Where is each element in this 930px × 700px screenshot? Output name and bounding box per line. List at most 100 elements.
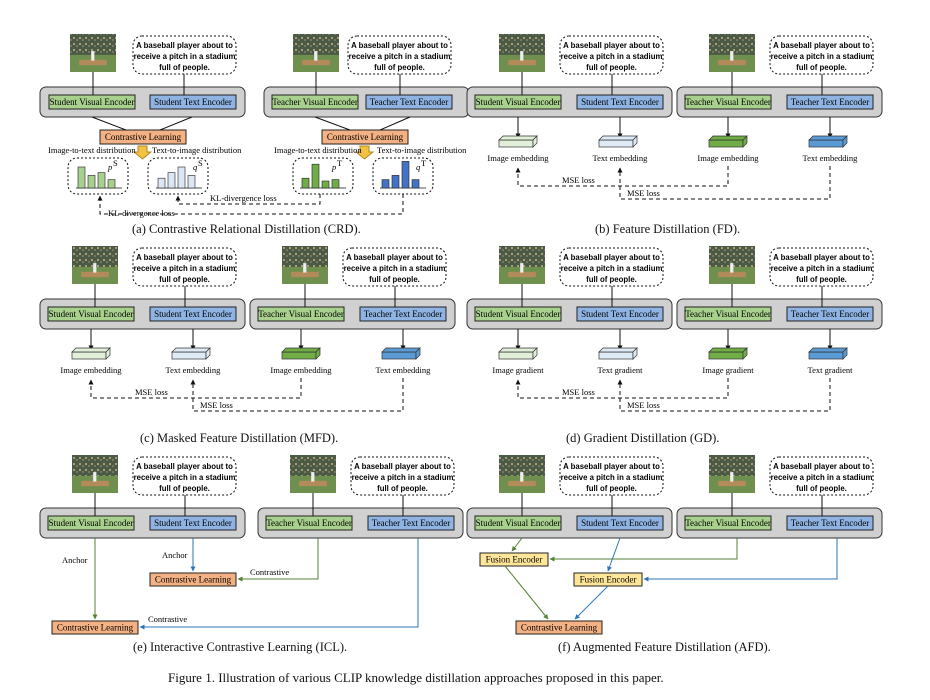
- teacher-txt-label: Text embedding: [376, 365, 432, 375]
- caption-line: receive a pitch in a stadium: [134, 264, 236, 273]
- teacher-text-embedding-top: [381, 347, 421, 353]
- student-i2t-bar: [87, 175, 96, 189]
- fusion-input-line: [549, 538, 738, 562]
- stadium-photo: [499, 34, 545, 72]
- student-image-embedding-top: [71, 347, 111, 353]
- caption-box: [132, 35, 237, 75]
- student-text-embedding: [598, 351, 634, 360]
- connector-path: [175, 194, 321, 205]
- fusion-encoder-box: [479, 552, 549, 567]
- stadium-photo: [499, 246, 545, 284]
- teacher-text-encoder-label: Teacher Text Encoder: [791, 97, 870, 107]
- down-arrow-icon: [354, 145, 375, 160]
- q-t-label: q: [416, 162, 421, 172]
- student-text-embedding-side: [205, 347, 211, 360]
- photo-player: [91, 51, 95, 61]
- photo-dirt: [508, 271, 536, 278]
- photo-dirt: [79, 59, 107, 66]
- student-image-embedding-top: [498, 347, 538, 353]
- fusion-input-line: [511, 537, 523, 552]
- student-text-encoder: [149, 94, 237, 110]
- teacher-i2t-bar: [311, 163, 320, 189]
- teacher-text-embedding-top: [808, 347, 848, 353]
- connector-line: [314, 116, 351, 131]
- caption-line: full of people.: [586, 63, 637, 72]
- teacher-img-label: Image embedding: [270, 365, 332, 375]
- teacher-text-embedding-side: [415, 347, 421, 360]
- panel-e-caption: (e) Interactive Contrastive Learning (IC…: [133, 640, 348, 654]
- teacher-img-label: Image embedding: [697, 153, 759, 163]
- photo-player: [314, 51, 318, 61]
- caption-box: [769, 456, 874, 496]
- stadium-photo: [70, 34, 116, 72]
- teacher-i2t-bar: [321, 180, 330, 189]
- student-txt-label: Text gradient: [598, 365, 644, 375]
- photo-dirt: [508, 480, 536, 487]
- student-i2t-bar: [77, 166, 86, 189]
- student-visual-encoder: [47, 515, 135, 531]
- student-text-encoder: [576, 306, 664, 322]
- student-text-embedding: [598, 139, 634, 148]
- kl-label: KL-divergence loss: [210, 193, 277, 203]
- teacher-image-embedding-top: [708, 135, 748, 141]
- photo-dirt: [718, 271, 746, 278]
- student-image-embedding: [498, 139, 534, 148]
- caption-box: [132, 247, 237, 287]
- caption-box: [769, 247, 874, 287]
- student-image-embedding-side: [105, 347, 111, 360]
- mse-label: MSE loss: [562, 175, 595, 185]
- figure-caption: Figure 1. Illustration of various CLIP k…: [168, 670, 664, 685]
- student-visual-encoder: [47, 306, 135, 322]
- photo-player: [520, 51, 524, 61]
- connector-line: [379, 116, 411, 131]
- panel-c-caption: (c) Masked Feature Distillation (MFD).: [140, 431, 339, 445]
- student-text-encoder: [576, 94, 664, 110]
- student-img-label: Image embedding: [487, 153, 549, 163]
- img2txt-label: Image-to-text distribution: [48, 145, 136, 155]
- photo-player: [520, 263, 524, 273]
- caption-line: receive a pitch in a stadium: [771, 473, 873, 482]
- connector-path: [617, 378, 831, 412]
- q-s-sup: S: [198, 158, 203, 168]
- down-arrow-icon: [132, 145, 153, 160]
- teacher-t2i-bar: [401, 161, 410, 189]
- photo-dirt: [508, 59, 536, 66]
- caption-line: full of people.: [377, 484, 428, 493]
- teacher-visual-encoder: [265, 515, 353, 531]
- caption-line: A baseball player about to: [136, 462, 233, 471]
- student-t2i-bar: [187, 175, 196, 189]
- anchor-label: Anchor: [162, 550, 188, 560]
- caption-line: receive a pitch in a stadium: [349, 52, 451, 61]
- fusion-input-line: [607, 537, 621, 572]
- contrastive-label: Contrastive: [250, 567, 289, 577]
- student-visual-encoder-label: Student Visual Encoder: [50, 97, 135, 107]
- student-text-embedding: [171, 351, 207, 360]
- caption-box: [559, 456, 664, 496]
- stadium-photo: [72, 455, 118, 493]
- teacher-visual-encoder: [684, 515, 772, 531]
- teacher-i2t-bar: [301, 177, 310, 189]
- photo-player: [93, 472, 97, 482]
- student-i2t-bar: [97, 172, 106, 189]
- photo-player: [730, 263, 734, 273]
- student-text-embedding-side: [632, 347, 638, 360]
- panel-f-caption: (f) Augmented Feature Distillation (AFD)…: [558, 640, 771, 654]
- teacher-text-encoder: [786, 94, 874, 110]
- caption-box: [132, 456, 237, 496]
- teacher-visual-encoder-label: Teacher Visual Encoder: [266, 518, 352, 528]
- photo-player: [93, 263, 97, 273]
- teacher-txt-label: Text gradient: [808, 365, 854, 375]
- mse-label: MSE loss: [135, 387, 168, 397]
- teacher-text-embedding: [808, 139, 844, 148]
- teacher-text-encoder-label: Teacher Text Encoder: [372, 518, 451, 528]
- mse-label: MSE loss: [200, 400, 233, 410]
- caption-line: A baseball player about to: [563, 41, 660, 50]
- caption-line: receive a pitch in a stadium: [344, 264, 446, 273]
- panel-a-caption: (a) Contrastive Relational Distillation …: [132, 222, 361, 236]
- student-image-embedding: [71, 351, 107, 360]
- photo-dirt: [718, 480, 746, 487]
- teacher-visual-encoder: [257, 306, 345, 322]
- teacher-image-embedding-side: [742, 135, 748, 148]
- caption-line: receive a pitch in a stadium: [352, 473, 454, 482]
